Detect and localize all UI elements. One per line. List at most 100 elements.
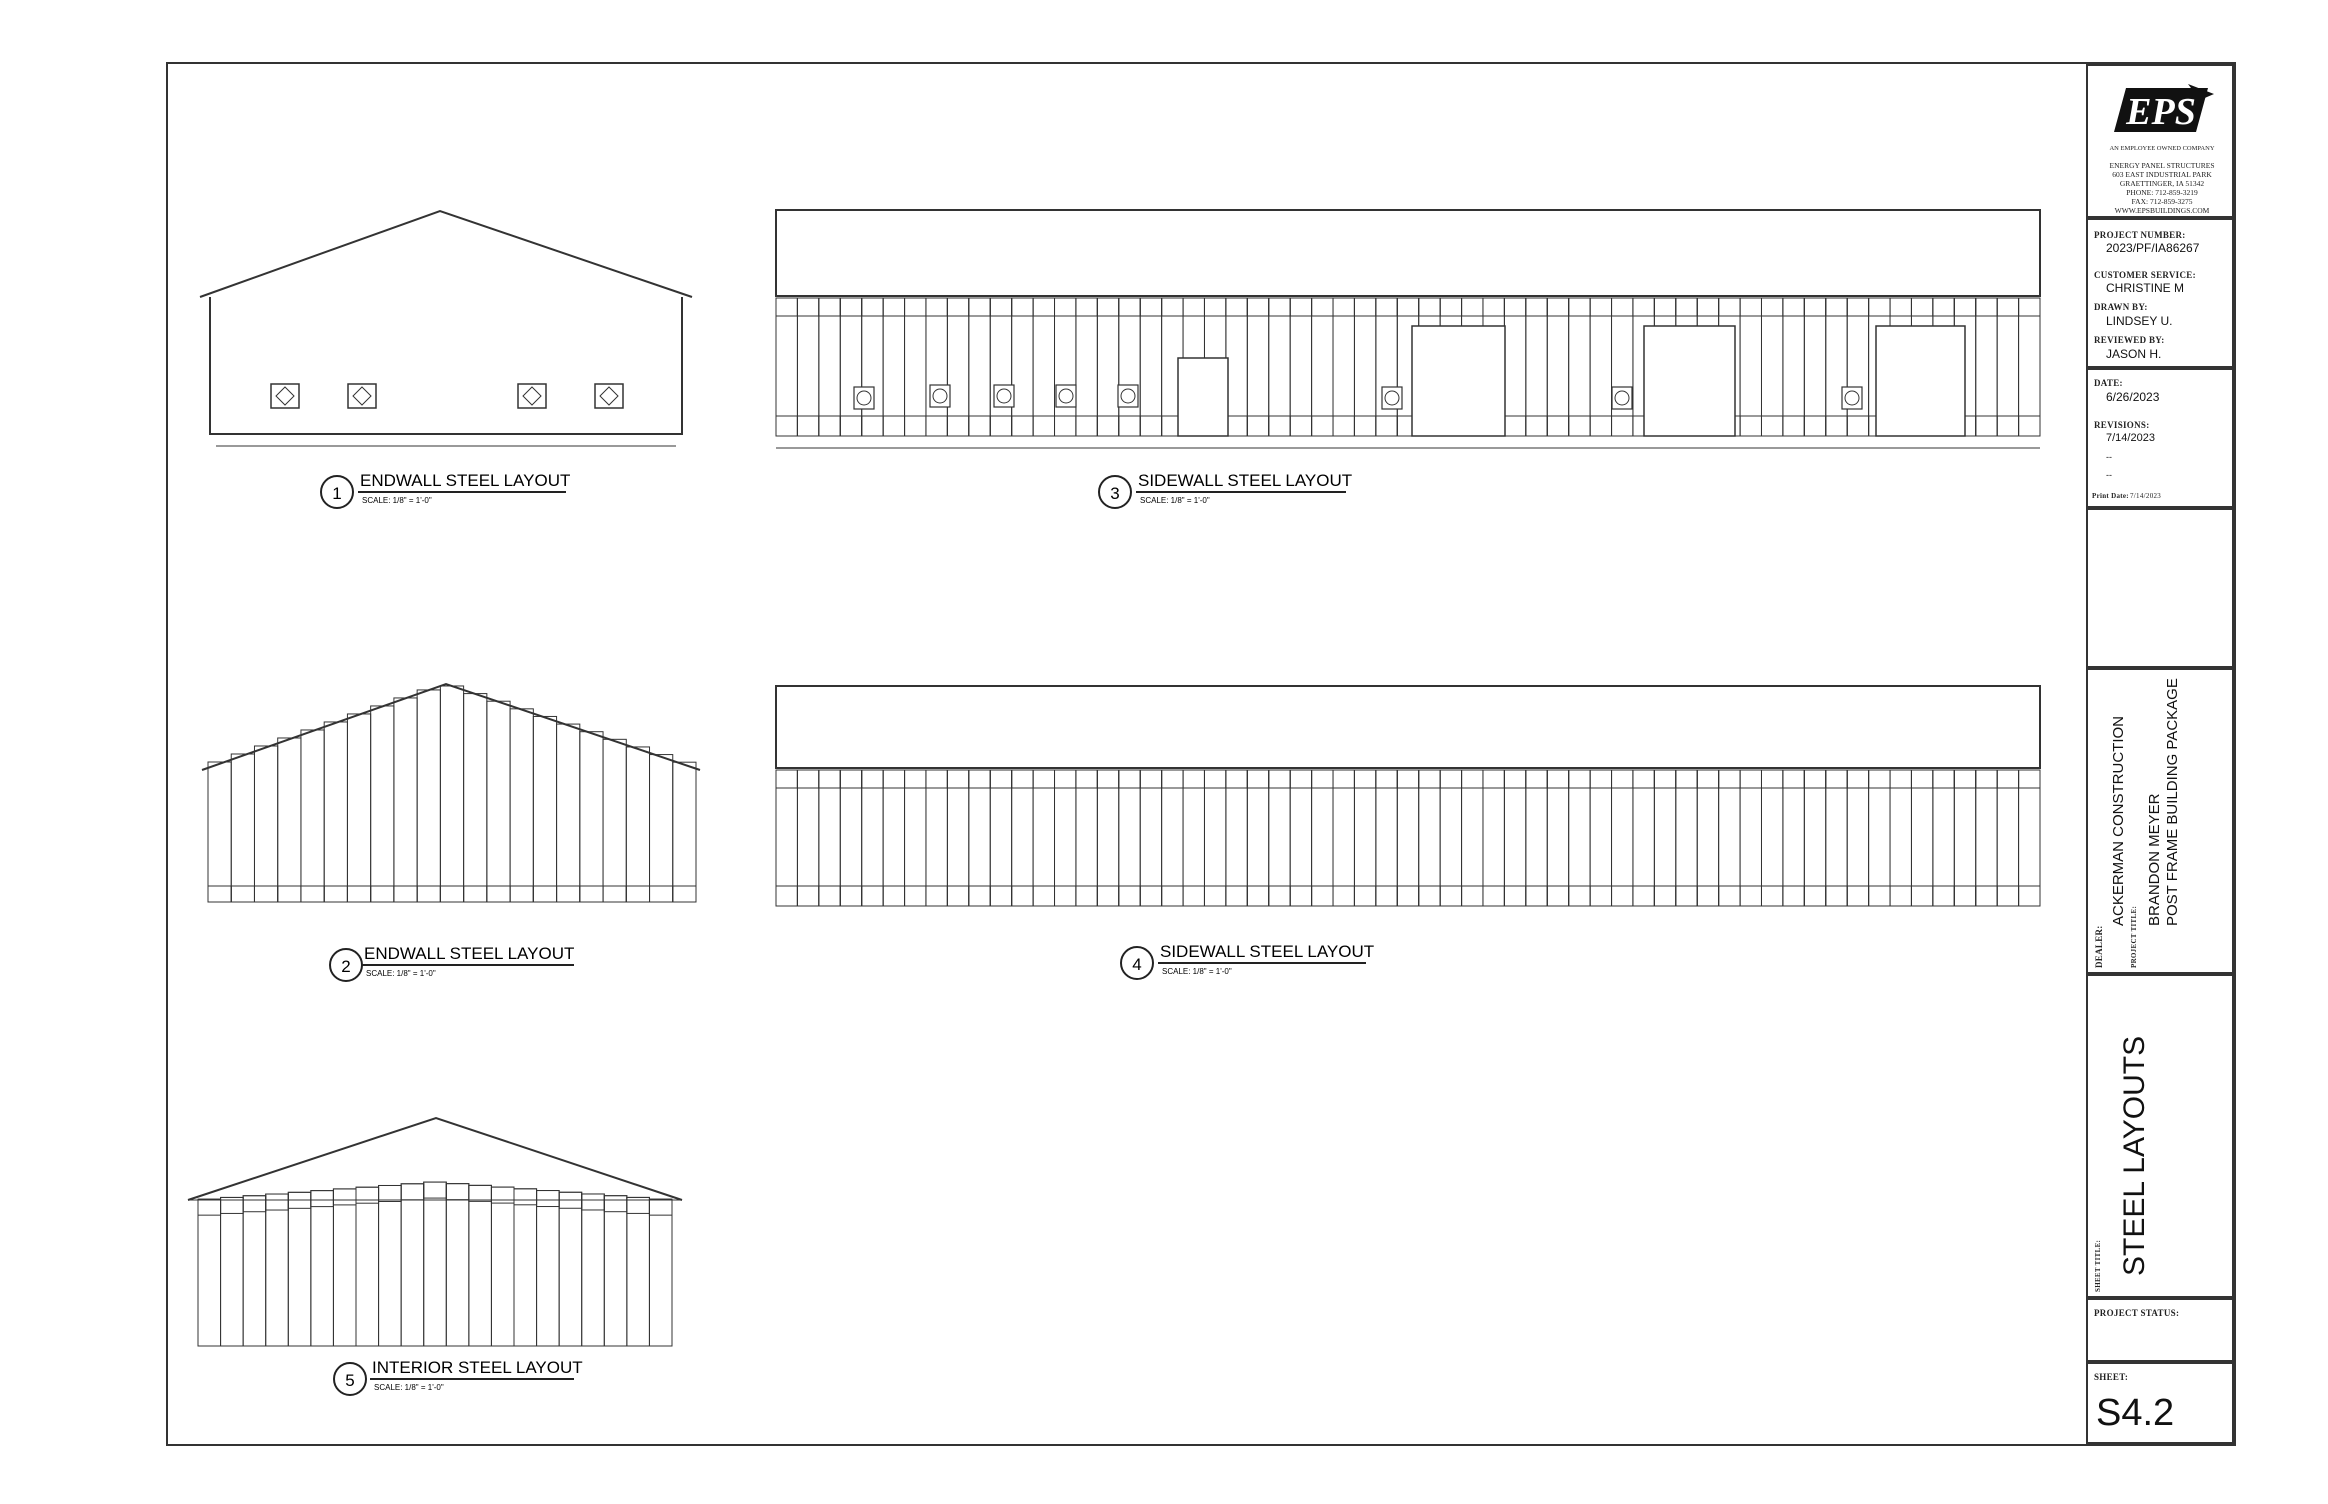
panel-length-cell <box>463 885 488 903</box>
panel-length-cell <box>1482 885 1505 907</box>
walk-door <box>1177 357 1229 437</box>
panel-length-cell <box>1718 885 1741 907</box>
panel-length-cell <box>1760 297 1784 317</box>
panel-length-cell <box>1203 769 1227 789</box>
panel-length-cell <box>2018 415 2041 437</box>
panel-length-cell <box>1332 415 1355 437</box>
panel-length-cell <box>946 297 970 317</box>
panel-length-cell <box>1653 885 1677 907</box>
view-number: 5 <box>345 1371 354 1390</box>
panel-length-cell <box>1675 885 1698 907</box>
panel-length-cell <box>1718 769 1741 789</box>
panel-length-cell <box>556 885 581 903</box>
view-title-4: 4 SIDEWALL STEEL LAYOUT SCALE: 1/8" = 1'… <box>1120 942 1374 980</box>
view-title: INTERIOR STEEL LAYOUT <box>372 1358 583 1377</box>
wall-panel <box>968 297 991 437</box>
panel-length-cell <box>989 415 1013 437</box>
panel-length-cell <box>1932 297 1955 317</box>
panel-length-cell <box>1182 297 1205 317</box>
panel-length-cell <box>968 769 991 789</box>
panel-length-cell <box>197 1198 222 1216</box>
drawing-sheet-border <box>166 62 2236 1446</box>
panel-length-cell <box>1461 297 1484 317</box>
window-tag <box>522 386 542 406</box>
panel-length-cell <box>1846 297 1870 317</box>
wall-panel <box>1289 297 1313 437</box>
project-number-label: PROJECT NUMBER: <box>2094 230 2186 240</box>
view-title-5: 5 INTERIOR STEEL LAYOUT SCALE: 1/8" = 1'… <box>333 1358 583 1396</box>
panel-length-cell <box>1975 885 1998 907</box>
panel-length-cell <box>1910 769 1934 789</box>
panel-length-cell <box>490 1186 515 1204</box>
panel-length-cell <box>300 885 325 903</box>
wall-panel <box>1782 297 1805 437</box>
panel-length-cell <box>581 1193 605 1211</box>
wall-panel <box>775 297 798 437</box>
panel-length-cell <box>1782 415 1805 437</box>
panel-length-cell <box>1289 885 1313 907</box>
address-line: ENERGY PANEL STRUCTURES <box>2109 161 2215 170</box>
wall-panel <box>323 721 348 903</box>
project-status-label: PROJECT STATUS: <box>2094 1308 2180 1318</box>
panel-length-cell <box>968 415 991 437</box>
wall-outline <box>209 297 683 435</box>
wall-panel <box>1268 297 1291 437</box>
panel-length-cell <box>1739 769 1762 789</box>
wall-panel <box>1589 297 1613 437</box>
panel-length-cell <box>989 885 1013 907</box>
interior-panel <box>197 1198 222 1347</box>
panel-length-cell <box>1503 769 1527 789</box>
view-title: SIDEWALL STEEL LAYOUT <box>1160 942 1374 961</box>
panel-length-cell <box>1353 415 1377 437</box>
interior-panel <box>581 1193 605 1347</box>
interior-panel <box>648 1198 673 1347</box>
panel-length-cell <box>1332 297 1355 317</box>
panel-length-cell <box>1461 769 1484 789</box>
panel-length-cell <box>1525 415 1548 437</box>
sheet-number: S4.2 <box>2096 1392 2175 1434</box>
wall-panel <box>416 689 441 903</box>
company-address: ENERGY PANEL STRUCTURES 603 EAST INDUSTR… <box>2092 161 2232 215</box>
panel-length-cell <box>1268 297 1291 317</box>
eps-logo: EPS <box>2104 76 2220 138</box>
view-scale: SCALE: 1/8" = 1'-0" <box>1140 496 1210 505</box>
panel-length-cell <box>1975 297 1998 317</box>
wall-panel <box>1846 297 1870 437</box>
panel-length-cell <box>400 1183 425 1201</box>
panel-length-cell <box>393 885 418 903</box>
panel-length-cell <box>1932 885 1955 907</box>
panel-length-cell <box>1418 297 1441 317</box>
panel-length-cell <box>1332 885 1355 907</box>
panel-length-cell <box>1675 297 1698 317</box>
panel-length-cell <box>1075 415 1098 437</box>
view-number: 3 <box>1110 484 1119 503</box>
panel-length-cell <box>1546 769 1570 789</box>
panel-length-cell <box>1225 885 1248 907</box>
panel-length-cell <box>2018 769 2041 789</box>
panel-length-cell <box>1760 415 1784 437</box>
view-number: 1 <box>332 484 341 503</box>
sheet-label: SHEET: <box>2094 1372 2129 1382</box>
overhead-door <box>1411 325 1506 437</box>
wall-panel <box>925 297 948 437</box>
dealer-label: DEALER: <box>2094 925 2104 968</box>
endwall-elevation-1 <box>199 209 693 447</box>
customer-service-label: CUSTOMER SERVICE: <box>2094 270 2196 280</box>
panel-length-cell <box>1632 885 1655 907</box>
panel-length-cell <box>1375 885 1398 907</box>
panel-length-cell <box>1803 769 1827 789</box>
panel-length-cell <box>1375 769 1398 789</box>
wall-panel <box>1118 297 1141 437</box>
view-title-3: 3 SIDEWALL STEEL LAYOUT SCALE: 1/8" = 1'… <box>1098 471 1352 509</box>
panel-length-cell <box>1825 769 1848 789</box>
panel-length-cell <box>277 885 302 903</box>
project-number: 2023/PF/IA86267 <box>2106 241 2200 255</box>
panel-length-cell <box>1546 885 1570 907</box>
wall-panel <box>1246 297 1270 437</box>
view-title: SIDEWALL STEEL LAYOUT <box>1138 471 1352 490</box>
wall-panel <box>509 708 534 903</box>
window-tag <box>1058 388 1074 404</box>
address-line: FAX: 712-859-3275 <box>2131 197 2193 206</box>
panel-length-cell <box>1011 415 1034 437</box>
